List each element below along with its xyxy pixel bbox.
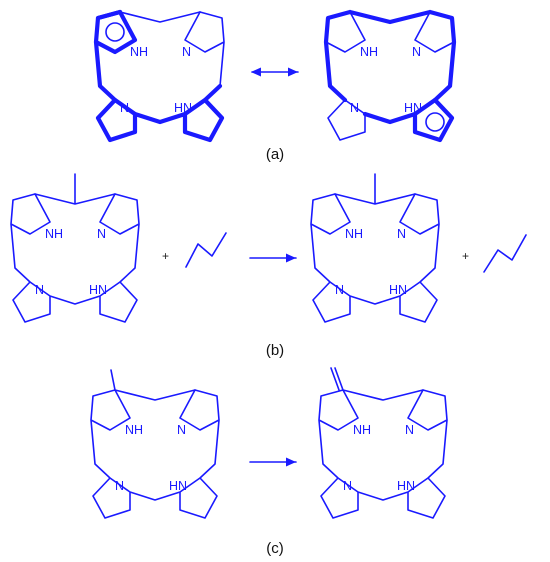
nh-label: NH (130, 45, 148, 59)
caption-c: (c) (266, 540, 284, 557)
hn-label: HN (89, 283, 107, 297)
caption-a: (a) (266, 146, 284, 163)
nh-label: NH (345, 227, 363, 241)
plus-sign: + (462, 249, 469, 263)
n-label: N (115, 479, 124, 493)
porphyrin-structure: NH N N HN (10, 173, 140, 323)
panel-b: NH N N HN + NH N N HN + (b) (10, 173, 527, 359)
hn-label: HN (389, 283, 407, 297)
nh-label: NH (360, 45, 378, 59)
n-label: N (177, 423, 186, 437)
hn-label: HN (174, 101, 192, 115)
hn-label: HN (397, 479, 415, 493)
n-label: N (397, 227, 406, 241)
porphyrin-structure: NH N N HN (323, 9, 457, 143)
nh-label: NH (353, 423, 371, 437)
n-label: N (35, 283, 44, 297)
hn-label: HN (404, 101, 422, 115)
butadiene-structure (185, 232, 227, 268)
porphyrin-structure: NH N N HN (310, 173, 440, 323)
n-label: N (350, 101, 359, 115)
n-label: N (412, 45, 421, 59)
butadiene-structure (483, 234, 527, 273)
n-label: N (343, 479, 352, 493)
nh-label: NH (45, 227, 63, 241)
n-label: N (335, 283, 344, 297)
porphyrin-structure: NH N N HN (90, 369, 220, 519)
porphyrin-structure: NH N N HN (318, 367, 448, 519)
nh-label: NH (125, 423, 143, 437)
panel-a: NH N N HN NH N N HN (a) (93, 9, 457, 163)
caption-b: (b) (266, 342, 284, 359)
hn-label: HN (169, 479, 187, 493)
plus-sign: + (162, 249, 169, 263)
n-label: N (182, 45, 191, 59)
n-label: N (97, 227, 106, 241)
n-label: N (405, 423, 414, 437)
porphyrin-structure: NH N N HN (93, 9, 225, 143)
n-label: N (120, 101, 129, 115)
panel-c: NH N N HN NH N N HN (c) (90, 367, 448, 557)
